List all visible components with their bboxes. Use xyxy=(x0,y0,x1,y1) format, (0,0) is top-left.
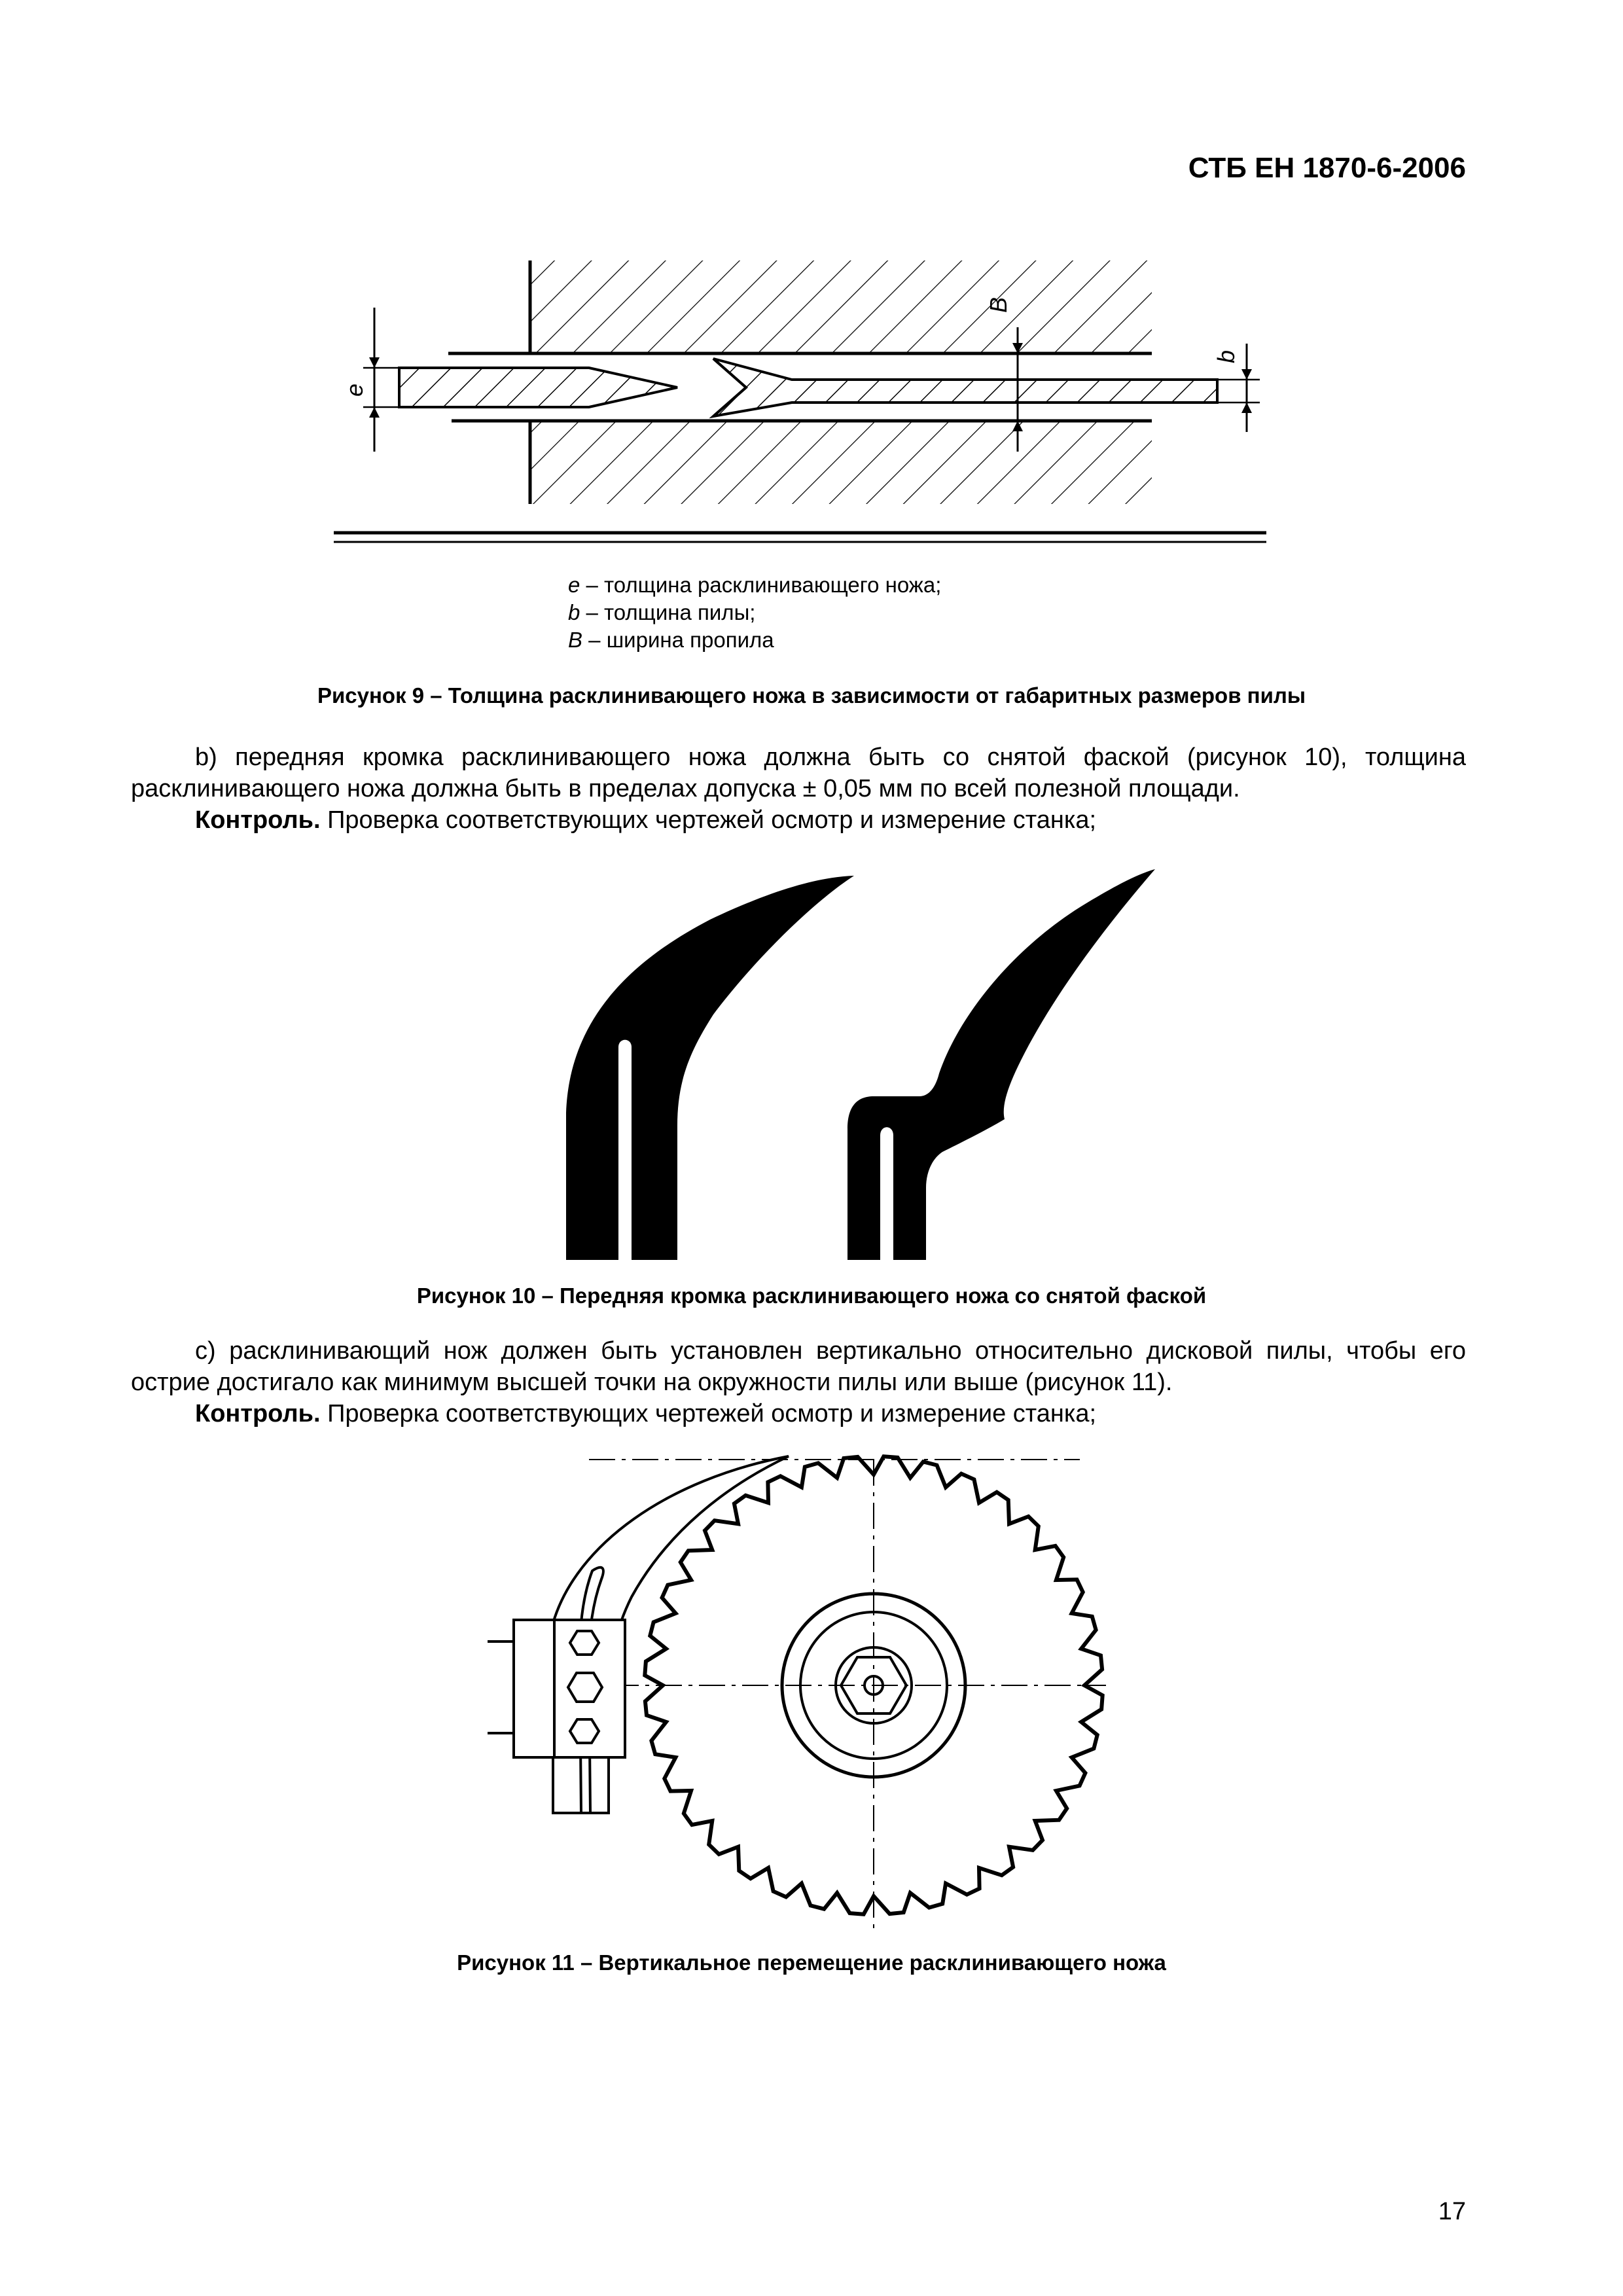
figure-10-caption: Рисунок 10 – Передняя кромка расклиниваю… xyxy=(416,1283,1207,1308)
figure-9-caption: Рисунок 9 – Толщина расклинивающего ножа… xyxy=(317,683,1306,708)
table-lower-section xyxy=(452,419,1152,504)
mounting-block xyxy=(488,1619,626,1759)
table-upper-section xyxy=(448,260,1152,355)
label-B: B xyxy=(985,297,1012,313)
page-number: 17 xyxy=(1438,2198,1466,2225)
blade-hub xyxy=(780,1592,967,1779)
legend-item-B: B – ширина пропила xyxy=(568,628,774,652)
paragraph-b-control: Контроль. Проверка соответствующих черте… xyxy=(195,806,1097,834)
saw-blade xyxy=(643,1454,1105,1916)
riving-knife-right xyxy=(847,869,1155,1260)
figure-9-drawing: e B b xyxy=(334,260,1266,543)
riving-knife-section xyxy=(398,367,678,408)
label-b: b xyxy=(1213,350,1240,363)
figure-11-drawing xyxy=(488,1454,1106,1931)
document-code: СТБ ЕН 1870-6-2006 xyxy=(1188,152,1466,184)
saw-blade-section xyxy=(709,357,1219,419)
dimension-b xyxy=(1217,344,1260,432)
paragraph-c-control: Контроль. Проверка соответствующих черте… xyxy=(195,1400,1097,1427)
legend-item-b: b – толщина пилы; xyxy=(568,600,756,624)
base-line xyxy=(334,531,1266,543)
paragraph-b: b) передняя кромка расклинивающего ножа … xyxy=(131,744,1466,802)
dimension-e xyxy=(363,308,399,452)
figure-10-drawing xyxy=(566,869,1155,1260)
figure-11-caption: Рисунок 11 – Вертикальное перемещение ра… xyxy=(457,1950,1166,1975)
paragraph-c: с) расклинивающий нож должен быть устано… xyxy=(131,1337,1466,1396)
legend-item-e: e – толщина расклинивающего ножа; xyxy=(568,573,942,597)
dimension-B xyxy=(1012,327,1023,452)
riving-knife-left xyxy=(566,876,854,1260)
label-e: e xyxy=(341,384,368,397)
bolt-icon xyxy=(566,1630,604,1744)
